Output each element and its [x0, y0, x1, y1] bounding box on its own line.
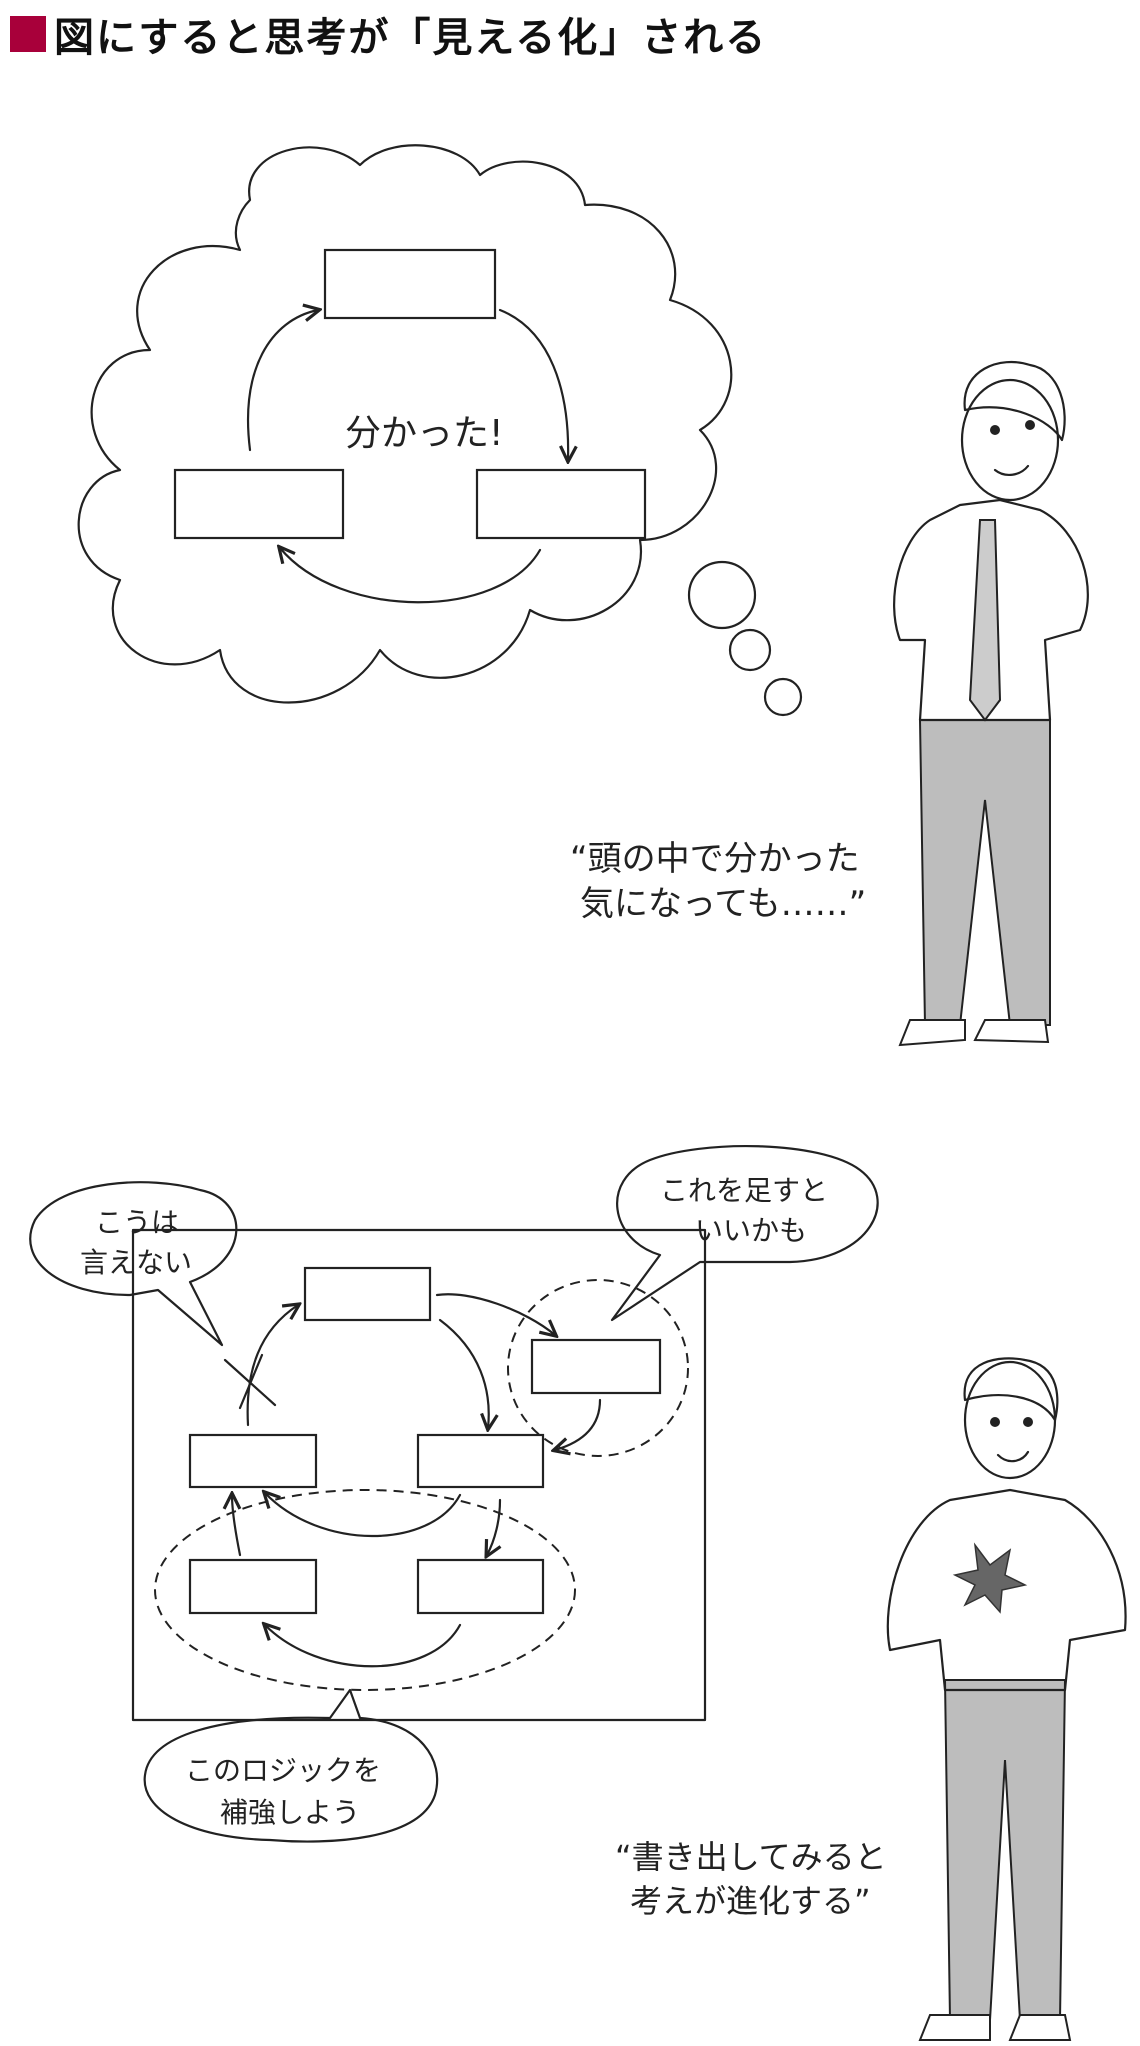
- speech-bubble-reinforce: このロジックを 補強しよう: [143, 1688, 439, 1843]
- cloud-box-top: [323, 248, 497, 320]
- man-thinking-figure: [893, 360, 1089, 1047]
- arrow-mid-right-to-bottom-right: [487, 1498, 500, 1555]
- bubble-bottom-line2: 補強しよう: [220, 1796, 360, 1829]
- whiteboard-frame: [131, 1228, 707, 1722]
- title-marker-square: [10, 16, 46, 52]
- speech-bubble-cannot-say: こうは 言えない: [29, 1181, 238, 1347]
- arrow-right-to-left: [280, 548, 542, 604]
- board-box-bottom-right: [416, 1558, 545, 1615]
- arrow-top-to-added: [435, 1293, 555, 1335]
- board-box-mid-right: [416, 1433, 545, 1489]
- thought-bubble-small: [763, 677, 803, 717]
- dashed-ellipse-reinforce: [154, 1489, 576, 1691]
- arrow-added-to-mid-right: [555, 1398, 602, 1450]
- arrow-top-to-right: [498, 308, 568, 460]
- board-box-added: [530, 1338, 662, 1395]
- thought-cloud: [77, 144, 733, 704]
- dashed-circle-addition: [507, 1279, 689, 1457]
- arrow-bottom-right-to-bottom-left: [265, 1625, 462, 1668]
- cloud-box-right: [475, 468, 647, 540]
- arrow-left-to-top: [246, 310, 318, 452]
- cloud-box-left: [173, 468, 345, 540]
- bubble-left-line1: こうは: [95, 1206, 179, 1239]
- cross-mark-icon: [223, 1353, 277, 1410]
- arrow-top-to-mid-right: [438, 1318, 489, 1428]
- quote-bottom-line1: “書き出してみると: [615, 1838, 887, 1876]
- thought-bubble-medium: [728, 628, 772, 672]
- board-box-mid-left: [188, 1433, 318, 1489]
- section-title: 図にすると思考が「見える化」される: [10, 6, 767, 62]
- speech-bubble-add-this: これを足すと いいかも: [610, 1144, 879, 1322]
- arrow-bottom-left-to-mid-left: [232, 1495, 240, 1557]
- thought-bubble-large: [687, 560, 757, 630]
- arrow-mid-right-to-mid-left: [265, 1493, 462, 1538]
- thought-text: 分かった!: [345, 413, 503, 454]
- bubble-right-line2: いいかも: [695, 1214, 807, 1247]
- bubble-bottom-line1: このロジックを: [185, 1754, 381, 1787]
- board-box-top: [303, 1266, 432, 1322]
- quote-top-line2: 気になっても……”: [580, 884, 866, 924]
- arrow-broken: [246, 1305, 298, 1427]
- man-inspired-figure: [886, 1357, 1127, 2041]
- bubble-right-line1: これを足すと: [660, 1174, 828, 1207]
- board-box-bottom-left: [188, 1558, 318, 1615]
- bubble-left-line2: 言えない: [80, 1246, 192, 1279]
- quote-top-line1: “頭の中で分かった: [570, 839, 860, 879]
- quote-bottom-line2: 考えが進化する”: [630, 1882, 871, 1920]
- title-text: 図にすると思考が「見える化」される: [54, 15, 768, 61]
- sparkle-burst-icon: [952, 1542, 1028, 1614]
